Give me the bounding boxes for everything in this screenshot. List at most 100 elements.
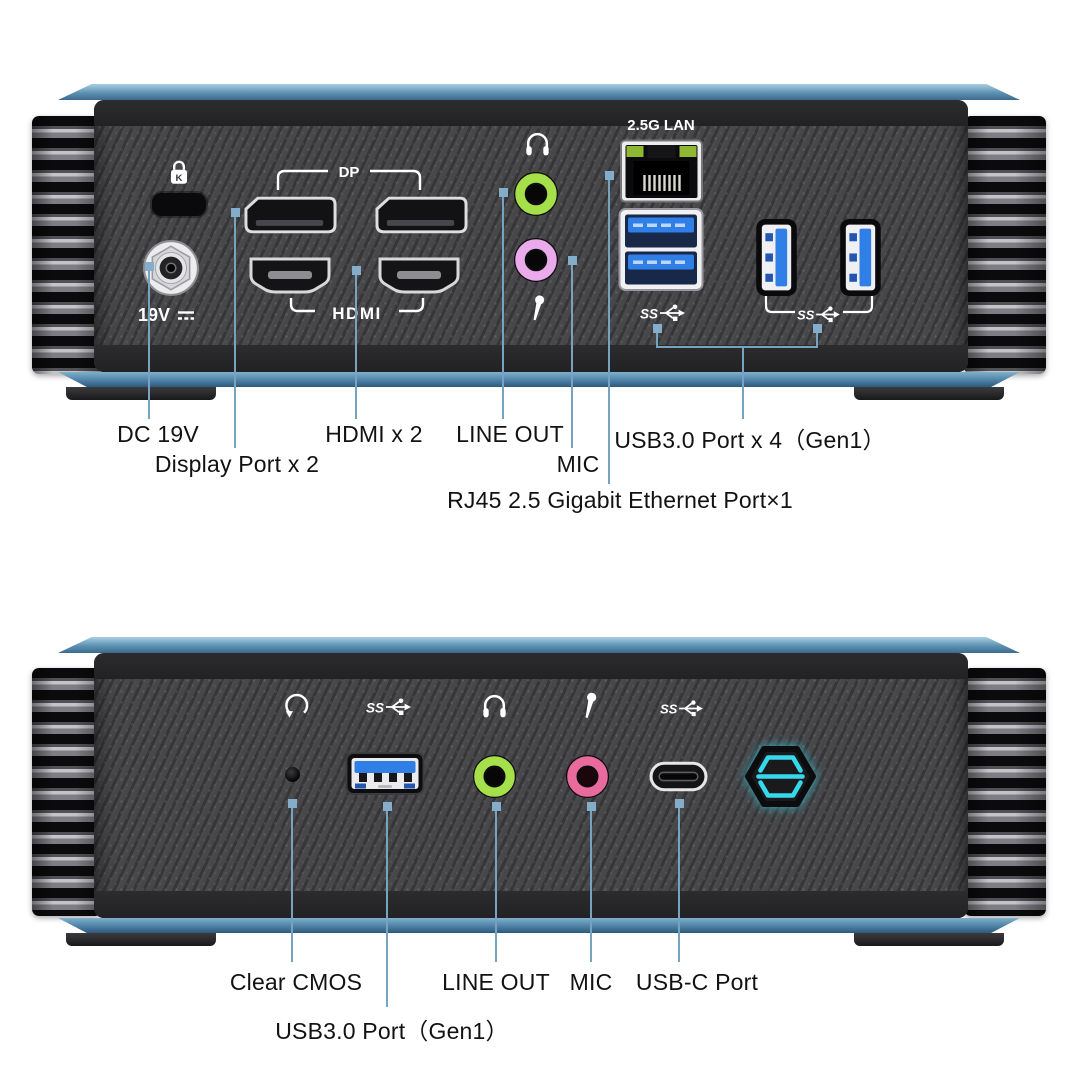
front-left-heatsink-fins: [32, 668, 102, 916]
callout-line-usb-right-drop: [816, 333, 818, 348]
dc-power-jack: [143, 240, 199, 296]
callout-marker-mic-front: [587, 802, 596, 811]
label-line-out-rear: LINE OUT: [456, 421, 564, 447]
usb-c-port: [649, 761, 708, 792]
displayport-1: [244, 196, 337, 234]
callout-line-dp: [234, 217, 236, 448]
label-mic-front: MIC: [569, 969, 613, 995]
callout-marker-usbc: [675, 799, 684, 808]
callout-line-dc: [148, 271, 150, 419]
front-right-foot: [854, 933, 1004, 946]
usb-ss-icon-rear-right: SS: [797, 306, 840, 323]
power-button: [745, 746, 816, 807]
callout-line-usb-front: [386, 811, 388, 1007]
rear-top-band: [94, 100, 968, 126]
callout-line-rj45: [608, 180, 610, 484]
rear-right-heatsink-fins: [964, 116, 1046, 374]
clear-cmos-reset-icon: [285, 693, 309, 718]
svg-text:SS: SS: [660, 702, 678, 717]
kensington-lock-slot: [152, 193, 206, 216]
callout-marker-hdmi: [352, 266, 361, 275]
front-chassis: [94, 653, 968, 918]
callout-marker-usb-right: [813, 324, 822, 333]
rear-left-foot: [66, 387, 216, 400]
svg-text:DP: DP: [339, 166, 360, 181]
mic-jack-rear: [514, 238, 558, 282]
callout-marker-usb-left: [653, 324, 662, 333]
rear-top-edge: [58, 84, 1020, 100]
front-top-band: [94, 653, 968, 679]
callout-line-hdmi: [355, 275, 357, 419]
hdmi-port-2: [378, 257, 460, 294]
front-left-foot: [66, 933, 216, 946]
svg-text:SS: SS: [797, 308, 815, 323]
callout-marker-mic: [568, 256, 577, 265]
lan-marking: 2.5G LAN: [627, 117, 695, 134]
usb3-stacked-ports: [618, 208, 704, 291]
rear-bottom-band: [94, 345, 968, 372]
line-out-jack-rear: [514, 172, 558, 216]
kensington-lock-icon: K: [170, 160, 188, 184]
rear-right-foot: [854, 387, 1004, 400]
rear-bottom-edge: [58, 372, 1020, 387]
label-usb3-front: USB3.0 Port（Gen1）: [275, 1018, 509, 1044]
front-bottom-band: [94, 891, 968, 918]
hdmi-port-1: [249, 257, 331, 294]
svg-text:K: K: [176, 173, 183, 184]
label-dc-19v: DC 19V: [117, 421, 199, 447]
callout-marker-dc: [145, 262, 154, 271]
callout-marker-usb-front: [383, 802, 392, 811]
line-out-jack-front: [472, 754, 517, 799]
callout-marker-lineout-front: [492, 802, 501, 811]
svg-text:SS: SS: [640, 307, 658, 322]
label-display-port: Display Port x 2: [154, 451, 320, 477]
label-hdmi-x2: HDMI x 2: [325, 421, 423, 447]
callout-marker-cmos: [288, 799, 297, 808]
front-bottom-edge: [58, 918, 1020, 933]
usb-ss-icon-rear-left: SS: [640, 304, 685, 322]
label-mic-rear: MIC: [556, 451, 600, 477]
label-clear-cmos: Clear CMOS: [229, 969, 363, 995]
front-right-heatsink-fins: [964, 668, 1046, 916]
headphone-icon-front: [483, 694, 506, 718]
mic-icon-front: [585, 692, 597, 718]
rear-chassis: [94, 100, 968, 372]
usb-ss-icon-front-left: SS: [366, 698, 411, 716]
voltage-marking: 19V: [138, 305, 196, 326]
callout-line-usb-main: [742, 346, 744, 419]
headphone-icon: [526, 132, 549, 156]
label-line-out-front: LINE OUT: [442, 969, 550, 995]
label-rj45-ethernet: RJ45 2.5 Gigabit Ethernet Port×1: [447, 487, 793, 513]
callout-line-usb-horizontal: [656, 346, 818, 348]
callout-line-lineout-front: [495, 811, 497, 962]
callout-line-lineout: [502, 197, 504, 419]
callout-marker-dp: [231, 208, 240, 217]
callout-line-usbc: [678, 808, 680, 962]
front-top-edge: [58, 637, 1020, 653]
rear-left-heatsink-fins: [32, 116, 102, 374]
rj45-ethernet-port: [620, 139, 703, 203]
usb3-vertical-port-2: [840, 219, 881, 296]
mic-jack-front: [565, 754, 610, 799]
callout-line-mic-front: [590, 811, 592, 962]
callout-marker-rj45: [605, 171, 614, 180]
voltage-text: 19V: [138, 305, 171, 325]
callout-marker-lineout: [499, 188, 508, 197]
mic-icon: [533, 295, 545, 321]
callout-line-cmos: [291, 808, 293, 962]
usb3-vertical-port-1: [756, 219, 797, 296]
dc-symbol-icon: [178, 311, 195, 320]
label-usb3-x4: USB3.0 Port x 4（Gen1）: [614, 427, 886, 453]
usb-ss-icon-front-right: SS: [660, 700, 703, 717]
displayport-2: [375, 196, 468, 234]
callout-line-mic: [571, 265, 573, 448]
svg-text:SS: SS: [366, 701, 384, 716]
usb3-port-front: [345, 752, 425, 795]
clear-cmos-pinhole: [285, 767, 300, 782]
usb-pair-bracket: [764, 296, 874, 314]
callout-line-usb-left-drop: [656, 333, 658, 348]
dp-bracket: DP: [276, 166, 422, 190]
